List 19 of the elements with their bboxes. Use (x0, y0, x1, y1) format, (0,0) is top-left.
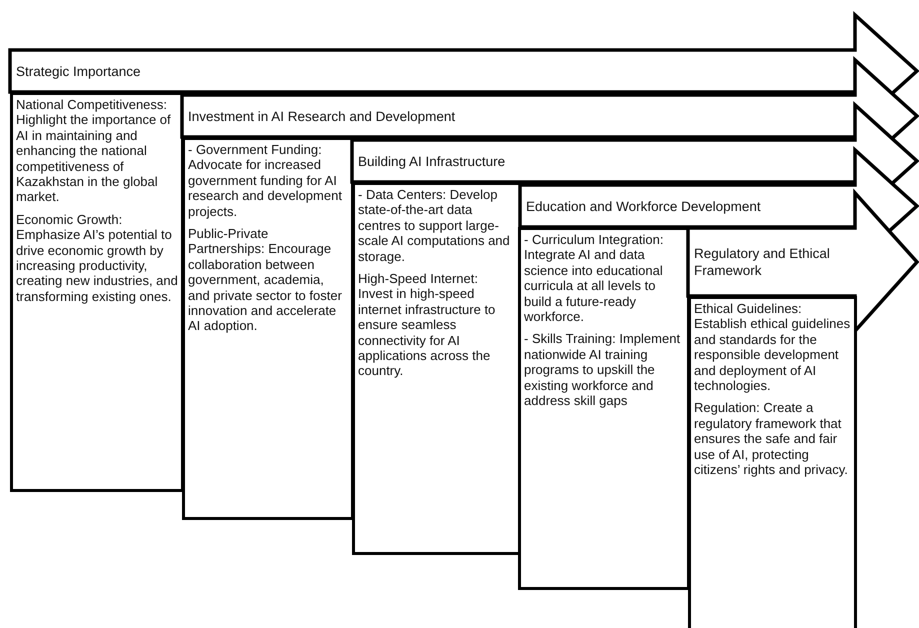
bullet-text: High-Speed Internet: Invest in high-speed internet infrastructure to ensure seamless connectivity for AI applications across the country. (358, 271, 496, 379)
bullet-text: National Competitiveness: Highlight the importance of AI in maintaining and enhancing the national competitiveness of Kazakhstan in the global market. (16, 97, 172, 205)
text-box (688, 296, 857, 628)
band-title: Investment in AI Research and Development (188, 108, 456, 126)
text-box (182, 137, 354, 520)
text-box (518, 227, 690, 590)
band-title: Strategic Importance (16, 62, 142, 81)
bullet-text: - Data Centers: Develop state-of-the-art data centres to support large-scale AI computations and storage. (358, 187, 511, 264)
bullet-text: Public-Private Partnerships: Encourage collaboration between government, academia, and private sector to foster innovation and accelerate AI adoption. (188, 226, 343, 334)
bullet-text: Ethical Guidelines: Establish ethical guidelines and standards for the responsible development and deployment of AI technologies. (694, 301, 851, 394)
text-box (10, 92, 184, 492)
band-title: Building AI Infrastructure (358, 152, 506, 171)
band-title: Regulatory and Ethical Framework (694, 245, 831, 280)
band-title: Education and Workforce Development (526, 198, 762, 216)
bullet-text: - Skills Training: Implement nationwide AI training programs to upskill the existing workforce and address skill gaps (524, 331, 682, 408)
bullet-text: Regulation: Create a regulatory framework that ensures the safe and fair use of AI, protecting citizens’ rights and privacy. (694, 400, 849, 478)
bullet-text: - Government Funding: Advocate for increased government funding for AI research and development projects. (188, 142, 343, 220)
bullet-text: Economic Growth: Emphasize AI’s potential to drive economic growth by increasing productivity, creating new industries, and transforming existing ones. (16, 212, 178, 304)
bullet-text: - Curriculum Integration: Integrate AI and data science into educational curricula at all levels to build a future-ready workforce. (524, 232, 664, 324)
